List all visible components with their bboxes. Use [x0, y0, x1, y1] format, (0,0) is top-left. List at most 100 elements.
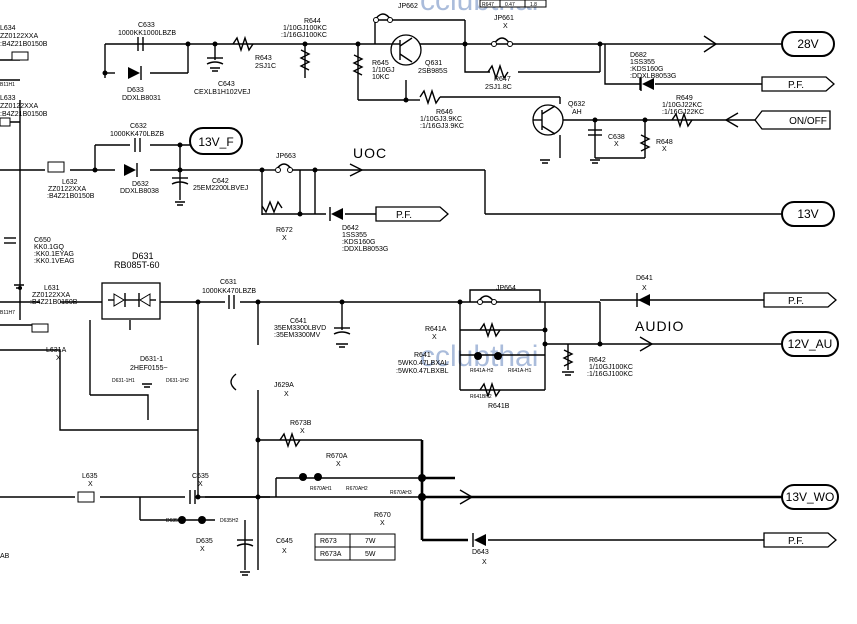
label-r644-v1: 1/10GJ100KC [283, 25, 327, 32]
capacitor-c632-icon [134, 138, 141, 152]
label-l632-v1: ZZ0122XXA [48, 186, 86, 193]
label-r642-ref: R642 [589, 357, 606, 364]
wires [0, 19, 784, 570]
resistor-r673b-icon [279, 431, 301, 449]
label-c650-v3: :KK0.1VEAG [34, 258, 74, 265]
net-pf-4: P.F. [763, 532, 837, 548]
label-r641b-ref: R641B [488, 403, 510, 410]
table-r647-val2: 1.8 [530, 2, 537, 8]
label-r670ah1: R670AH1 [310, 486, 332, 492]
net-13v-wo: 13V_WO [459, 484, 839, 510]
capacitor-c638-icon [588, 129, 602, 136]
jumper-jp663-pad-icon [275, 167, 281, 173]
net-28v: 28V [781, 31, 835, 57]
label-c643-v1: CEXLB1H102VEJ [194, 89, 250, 96]
table-r647: R647 0.47 1.8 [479, 0, 547, 8]
diode-d643-icon [472, 533, 486, 547]
label-r643-v1: 2SJ1C [255, 63, 276, 70]
net-onoff: ON/OFF [754, 110, 831, 130]
label-jp662-ref: JP662 [398, 3, 418, 10]
label-q632-v1: AH [572, 109, 582, 116]
label-r672-ref: R672 [276, 227, 293, 234]
label-jp661-ref: JP661 [494, 15, 514, 22]
label-c643-ref: C643 [218, 81, 235, 88]
label-l632-ref: L632 [62, 179, 78, 186]
label-r670-ref: R670 [374, 512, 391, 519]
label-misc-ab: AB [0, 553, 10, 560]
resistor-r642-icon [562, 349, 574, 367]
label-r641a-ref: R641A [425, 326, 447, 333]
label-d635-ref: D635 [196, 538, 213, 545]
net-13v-label: 13V [797, 207, 818, 221]
label-r641-ref: R641 [414, 352, 431, 359]
jumper-jp662-pad2-icon [387, 17, 393, 23]
label-d641-v1: X [642, 285, 647, 292]
label-c642-ref: C642 [212, 178, 229, 185]
jumper-jp664-pad-icon [477, 299, 483, 305]
label-r641ah1: R641A-H1 [508, 368, 532, 374]
label-r670ah3: R670AH3 [390, 490, 412, 496]
net-pf-1-label: P.F. [788, 80, 804, 91]
resistor-r641a-icon [479, 321, 501, 339]
net-audio-label: AUDIO [635, 318, 684, 334]
label-r647-v1: 2SJ1.8C [485, 84, 512, 91]
label-c633-ref: C633 [138, 22, 155, 29]
diode-d642-icon [329, 207, 343, 221]
label-d642-v1: 1SS355 [342, 232, 367, 239]
label-c633-v1: 1000KK1000LBZB [118, 30, 176, 37]
label-r647-ref: R647 [494, 76, 511, 83]
inductor-l633-icon [0, 117, 11, 127]
label-misc-b11h7: B11H7 [0, 310, 15, 316]
label-c631-v1: 1000KK470LBZB [202, 288, 256, 295]
label-q631-ref: Q631 [425, 60, 442, 67]
label-r644-ref: R644 [304, 18, 321, 25]
label-c645-ref: C645 [276, 538, 293, 545]
jumper-jp663-pad2-icon [287, 167, 293, 173]
resistor-r648-icon [639, 134, 651, 152]
label-c642-v1: 25EM2200LBVEJ [193, 185, 248, 192]
label-l631-ref: L631 [44, 285, 60, 292]
label-d6311-ref: D631-1 [140, 356, 163, 363]
net-12v-au-label: 12V_AU [788, 337, 833, 351]
net-pf-1: P.F. [761, 76, 835, 92]
capacitor-c635-icon [189, 490, 196, 504]
label-r673b-ref: R673B [290, 420, 312, 427]
label-d631h2: D631-1H2 [166, 378, 189, 384]
ground-icons [14, 67, 600, 576]
label-d643-ref: D643 [472, 549, 489, 556]
resistor-r649-icon [671, 111, 693, 129]
label-d631h1: D631-1H1 [112, 378, 135, 384]
label-l635-ref: L635 [82, 473, 98, 480]
power-table-row2-ref: R673A [320, 551, 342, 558]
label-r646-ref: R646 [436, 109, 453, 116]
label-c632-ref: C632 [130, 123, 147, 130]
label-d682-v3: :DDXLB8053G [630, 73, 676, 80]
resistor-r644-icon [299, 49, 311, 71]
net-audio-arrow: AUDIO [635, 318, 684, 352]
label-d643-v1: X [482, 559, 487, 566]
label-r641-v2: :5WK0.47LBXBL [396, 368, 449, 375]
label-d632-ref: D632 [132, 181, 149, 188]
label-q632-ref: Q632 [568, 101, 585, 108]
junctions [18, 41, 648, 501]
label-l634-v1: ZZ0122XXA [0, 33, 38, 40]
label-d642-v2: :KDS160G [342, 239, 375, 246]
electrolytic-c645-icon [236, 539, 254, 547]
label-l631-v2: :B4Z21B0150B [30, 299, 78, 306]
capacitor-c650-icon [4, 237, 16, 244]
label-r644-v2: :1/16GJ100KC [281, 32, 327, 39]
label-c641-v2: :35EM3300MV [274, 332, 321, 339]
label-c635-ref: C635 [192, 473, 209, 480]
label-l631a-v1: X [56, 355, 61, 362]
label-j629a-ref: J629A [274, 382, 294, 389]
power-table: R673 7W R673A 5W [314, 533, 396, 561]
electrolytic-c641-icon [333, 327, 351, 335]
label-r670ah2: R670AH2 [346, 486, 368, 492]
label-l631-v1: ZZ0122XXA [32, 292, 70, 299]
resistor-r641b-icon [479, 381, 501, 399]
label-d632-v1: DDXLB8038 [120, 188, 159, 195]
net-13v: 13V [781, 201, 835, 227]
diode-d632-icon [124, 163, 138, 177]
electrolytic-c642-icon [171, 177, 189, 185]
label-r645-ref: R645 [372, 60, 389, 67]
